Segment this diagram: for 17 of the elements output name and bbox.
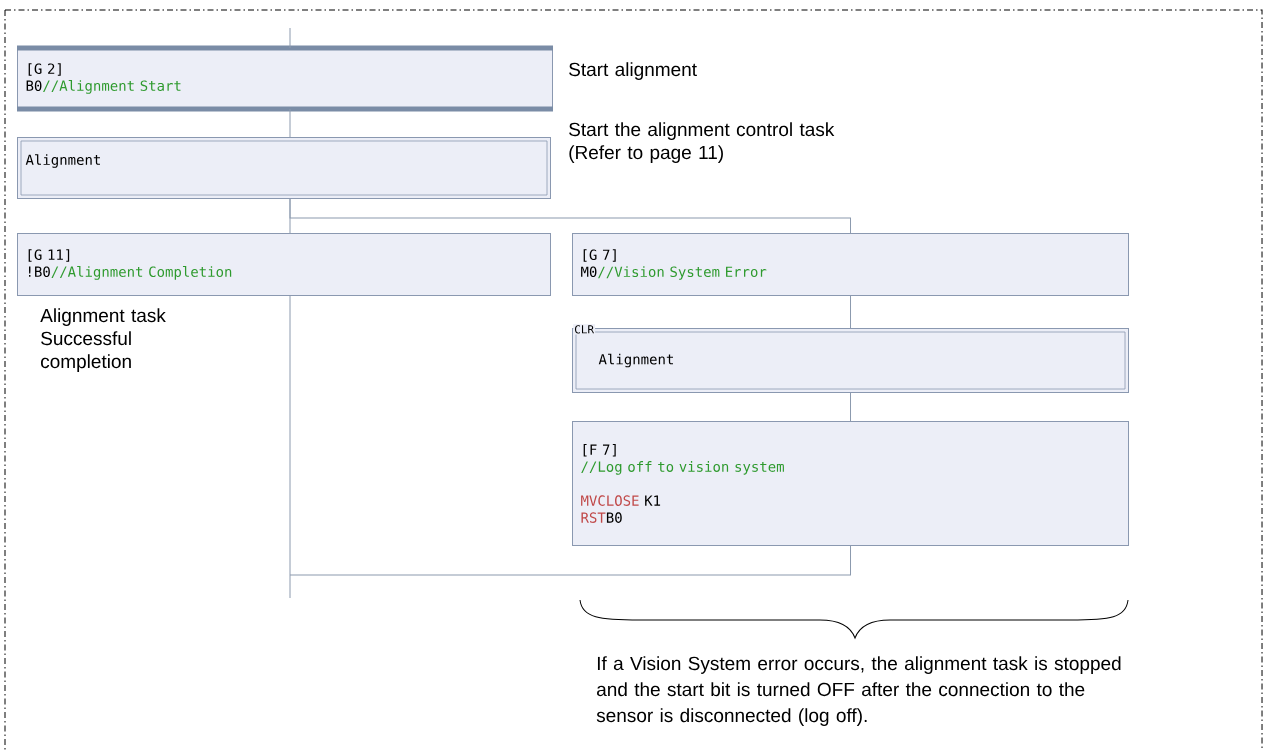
program-block: [F 7] //Log off to vision system MVCLOSE K1 RSTB0: [572, 421, 1129, 546]
connector-line: [850, 295, 851, 329]
annotation-text: Alignment task Successful completion: [40, 308, 166, 372]
program-block: [G 7] M0//Vision System Error: [572, 233, 1129, 296]
connector-line: [289, 545, 851, 576]
program-block: [G 11] !B0//Alignment Completion: [17, 233, 551, 296]
annotation-text: Start the alignment control task (Refer to page 11): [569, 122, 835, 163]
connector-line: [850, 392, 851, 422]
connector-line: [289, 27, 291, 49]
connector-line: [289, 295, 291, 599]
program-block: [G 2] B0//Alignment Start: [14, 45, 556, 112]
program-block: Alignment CLR: [572, 324, 1129, 393]
connector-line: [289, 108, 291, 138]
annotation-text: Start alignment: [569, 62, 697, 80]
connector-line: [289, 198, 851, 234]
program-block: Alignment: [17, 137, 551, 199]
note-text: If a Vision System error occurs, the alignment task is stopped and the start bit is turned OFF after the connection to the sensor is disconnected (log off).: [596, 656, 1121, 726]
